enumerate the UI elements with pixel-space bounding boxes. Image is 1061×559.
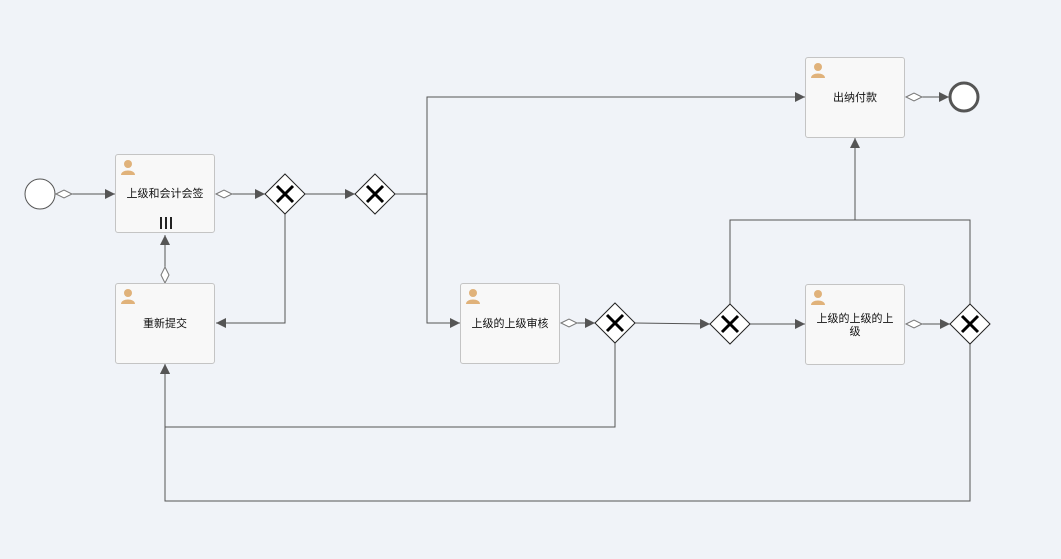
task-cashier-payment[interactable]: 出纳付款: [805, 57, 905, 138]
flow-source-diamond: [559, 318, 579, 328]
user-icon: [121, 160, 135, 175]
flow-source-diamond: [214, 189, 234, 199]
end-event[interactable]: [948, 81, 980, 113]
flow-gateway-1-to-resubmit[interactable]: [216, 214, 286, 328]
exclusive-gateway-x-icon: [275, 184, 295, 204]
parallel-multi-instance-icon: [160, 217, 172, 229]
flow-gateway-5-to-resubmit[interactable]: [160, 344, 971, 502]
flow-source-diamond: [904, 92, 924, 102]
flow-gateway-4-to-cashier[interactable]: [729, 138, 860, 304]
task-superiors-superiors-superior[interactable]: 上级的上级的上级: [805, 284, 905, 365]
task-label: 重新提交: [143, 317, 187, 330]
exclusive-gateway-x-icon: [720, 314, 740, 334]
exclusive-gateway-x-icon: [960, 314, 980, 334]
task-superiors-superior-review[interactable]: 上级的上级审核: [460, 283, 560, 364]
user-icon: [466, 289, 480, 304]
exclusive-gateway-x-icon: [365, 184, 385, 204]
exclusive-gateway-x-icon: [605, 313, 625, 333]
exclusive-gateway-5[interactable]: [949, 303, 991, 345]
exclusive-gateway-2[interactable]: [354, 173, 396, 215]
task-label: 上级的上级的上级: [816, 311, 894, 338]
task-label: 出纳付款: [833, 91, 877, 104]
flow-gateway-5-to-cashier[interactable]: [855, 219, 971, 304]
exclusive-gateway-3[interactable]: [594, 302, 636, 344]
flow-source-diamond: [904, 319, 924, 329]
flow-gateway-2-to-cashier[interactable]: [395, 92, 805, 195]
user-icon: [121, 289, 135, 304]
exclusive-gateway-4[interactable]: [709, 303, 751, 345]
start-event[interactable]: [24, 178, 56, 210]
exclusive-gateway-1[interactable]: [264, 173, 306, 215]
flow-source-diamond: [54, 189, 74, 199]
task-resubmit[interactable]: 重新提交: [115, 283, 215, 364]
user-icon: [811, 290, 825, 305]
user-icon: [811, 63, 825, 78]
task-label: 上级和会计会签: [126, 187, 204, 200]
flow-source-diamond: [160, 265, 170, 285]
flow-gateway-3-to-gateway-4[interactable]: [634, 318, 711, 329]
task-superior-and-accountant-countersign[interactable]: 上级和会计会签: [115, 154, 215, 233]
task-label: 上级的上级审核: [471, 317, 549, 330]
flow-gateway-2-to-superior-review[interactable]: [426, 194, 460, 328]
